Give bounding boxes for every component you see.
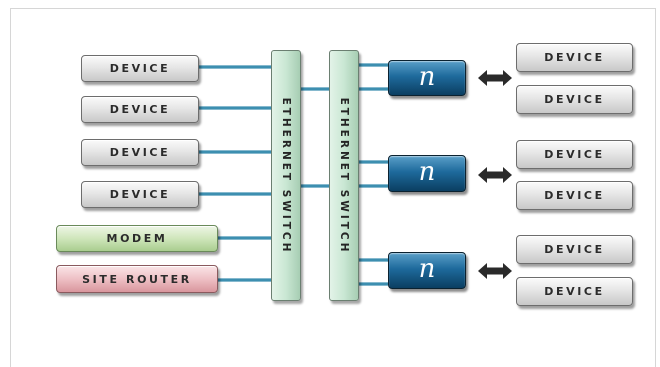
- ethernet-switch-1: ETHERNET SWITCH: [271, 50, 301, 301]
- ethernet-switch-2-label: ETHERNET SWITCH: [338, 97, 350, 254]
- modem-box: MODEM: [56, 225, 218, 252]
- node-1: n: [388, 60, 466, 96]
- device-right-1: DEVICE: [516, 43, 633, 72]
- device-left-4: DEVICE: [81, 181, 199, 208]
- device-right-6: DEVICE: [516, 277, 633, 306]
- ethernet-switch-2: ETHERNET SWITCH: [329, 50, 359, 301]
- node-2: n: [388, 155, 466, 192]
- double-arrow-icon: [478, 167, 512, 183]
- site-router-box: SITE ROUTER: [56, 265, 218, 293]
- device-left-2: DEVICE: [81, 96, 199, 123]
- double-arrow-icon: [478, 70, 512, 86]
- double-arrow-icon: [478, 263, 512, 279]
- node-3: n: [388, 252, 466, 289]
- script-n-logo-icon: n: [418, 61, 436, 92]
- ethernet-switch-1-label: ETHERNET SWITCH: [280, 97, 292, 254]
- script-n-logo-icon: n: [418, 157, 436, 187]
- device-right-3: DEVICE: [516, 140, 633, 169]
- device-left-1: DEVICE: [81, 55, 199, 82]
- device-right-5: DEVICE: [516, 235, 633, 264]
- script-n-logo-icon: n: [418, 254, 436, 284]
- diagram-frame: [10, 8, 656, 367]
- device-right-2: DEVICE: [516, 85, 633, 114]
- device-right-4: DEVICE: [516, 181, 633, 210]
- device-left-3: DEVICE: [81, 139, 199, 166]
